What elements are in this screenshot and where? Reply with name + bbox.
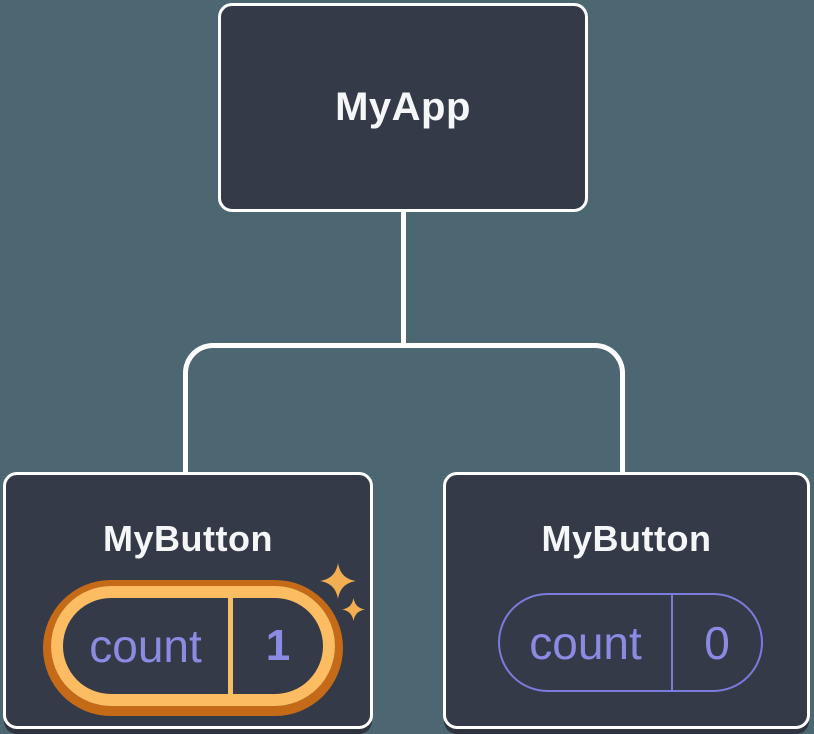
node-title: MyApp — [335, 85, 471, 129]
state-value: 0 — [704, 616, 730, 669]
tree-node-mybutton-left: MyButton count 1 — [3, 472, 373, 729]
connector-branch-line — [183, 343, 625, 473]
state-value: 1 — [265, 621, 291, 670]
pill-divider — [671, 595, 673, 690]
tree-node-mybutton-right: MyButton count 0 — [443, 472, 810, 729]
connector-stem-line — [401, 210, 406, 346]
state-key-label: count — [529, 616, 642, 669]
sparkle-icon — [320, 563, 356, 599]
node-title: MyButton — [541, 518, 712, 559]
state-pill-highlighted: count 1 — [51, 586, 335, 706]
state-key-label: count — [89, 620, 202, 672]
state-pill: count 0 — [498, 593, 763, 692]
sparkle-icon — [342, 598, 365, 621]
node-title: MyButton — [103, 518, 273, 559]
pill-divider — [228, 598, 233, 694]
tree-node-myapp: MyApp — [218, 3, 588, 212]
